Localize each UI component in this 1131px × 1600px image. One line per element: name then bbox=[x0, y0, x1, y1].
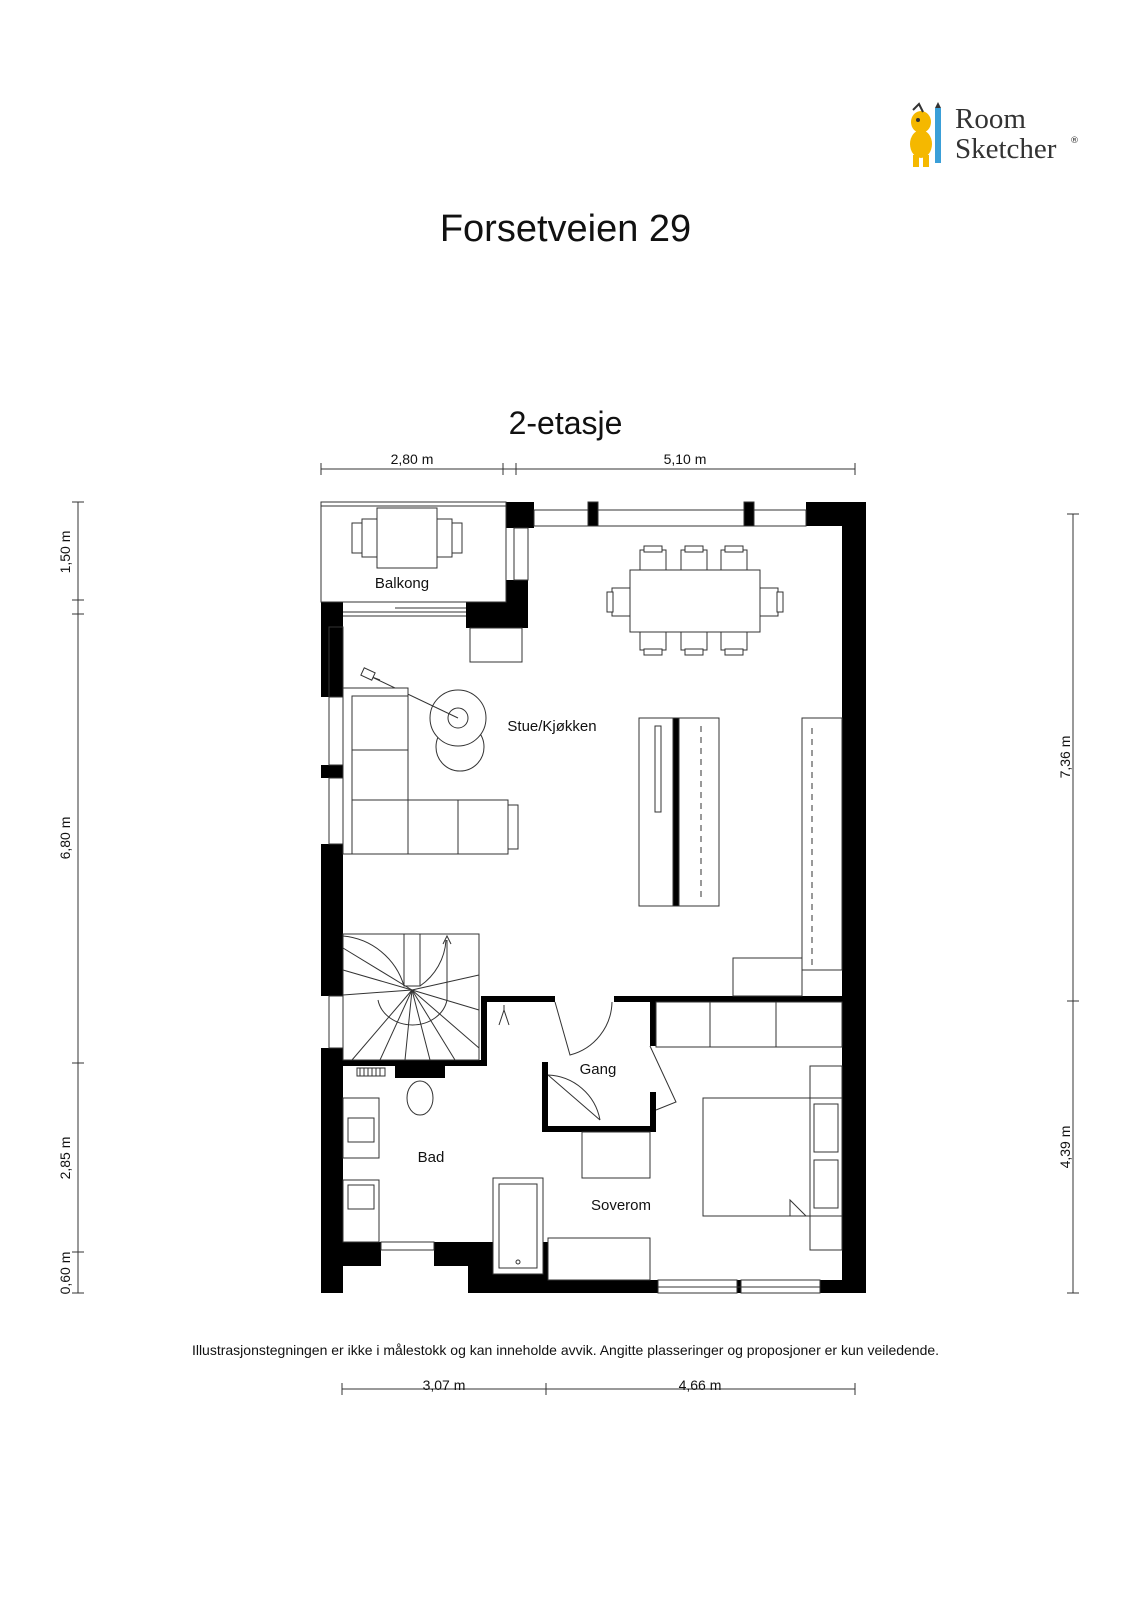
dim-left-1: 1,50 m bbox=[57, 531, 73, 574]
dim-left-2: 6,80 m bbox=[57, 817, 73, 860]
dim-bottom-right: 4,66 m bbox=[679, 1377, 722, 1393]
room-label-balkong: Balkong bbox=[375, 575, 429, 592]
dim-right-2: 4,39 m bbox=[1057, 1126, 1073, 1169]
dim-bottom-left: 3,07 m bbox=[423, 1377, 466, 1393]
room-label-soverom: Soverom bbox=[591, 1197, 651, 1214]
logo-text-room: Room bbox=[955, 103, 1026, 135]
furniture bbox=[342, 507, 843, 1281]
dim-left-3: 2,85 m bbox=[57, 1137, 73, 1180]
dim-right-1: 7,36 m bbox=[1057, 736, 1073, 779]
room-label-bad: Bad bbox=[418, 1149, 445, 1166]
dining-table bbox=[629, 569, 761, 633]
walls bbox=[321, 502, 866, 1293]
dim-left-4: 0,60 m bbox=[57, 1252, 73, 1295]
dim-top-right: 5,10 m bbox=[664, 451, 707, 467]
floor-title: 2-etasje bbox=[508, 405, 623, 441]
room-label-gang: Gang bbox=[580, 1061, 617, 1078]
balcony-table bbox=[376, 507, 438, 569]
pencil-mascot-icon bbox=[910, 102, 941, 167]
disclaimer-text: Illustrasjonstegningen er ikke i målesto… bbox=[191, 1342, 940, 1358]
logo-registered-mark: ® bbox=[1070, 136, 1079, 146]
dim-top-left: 2,80 m bbox=[391, 451, 434, 467]
room-label-stue-kjokken: Stue/Kjøkken bbox=[507, 718, 596, 735]
page-title: Forsetveien 29 bbox=[439, 208, 692, 250]
dimension-lines bbox=[72, 463, 1079, 1395]
windows bbox=[320, 501, 821, 1294]
logo-text-sketcher: Sketcher bbox=[955, 133, 1057, 165]
roomsketcher-logo: Room Sketcher ® bbox=[905, 100, 1085, 172]
